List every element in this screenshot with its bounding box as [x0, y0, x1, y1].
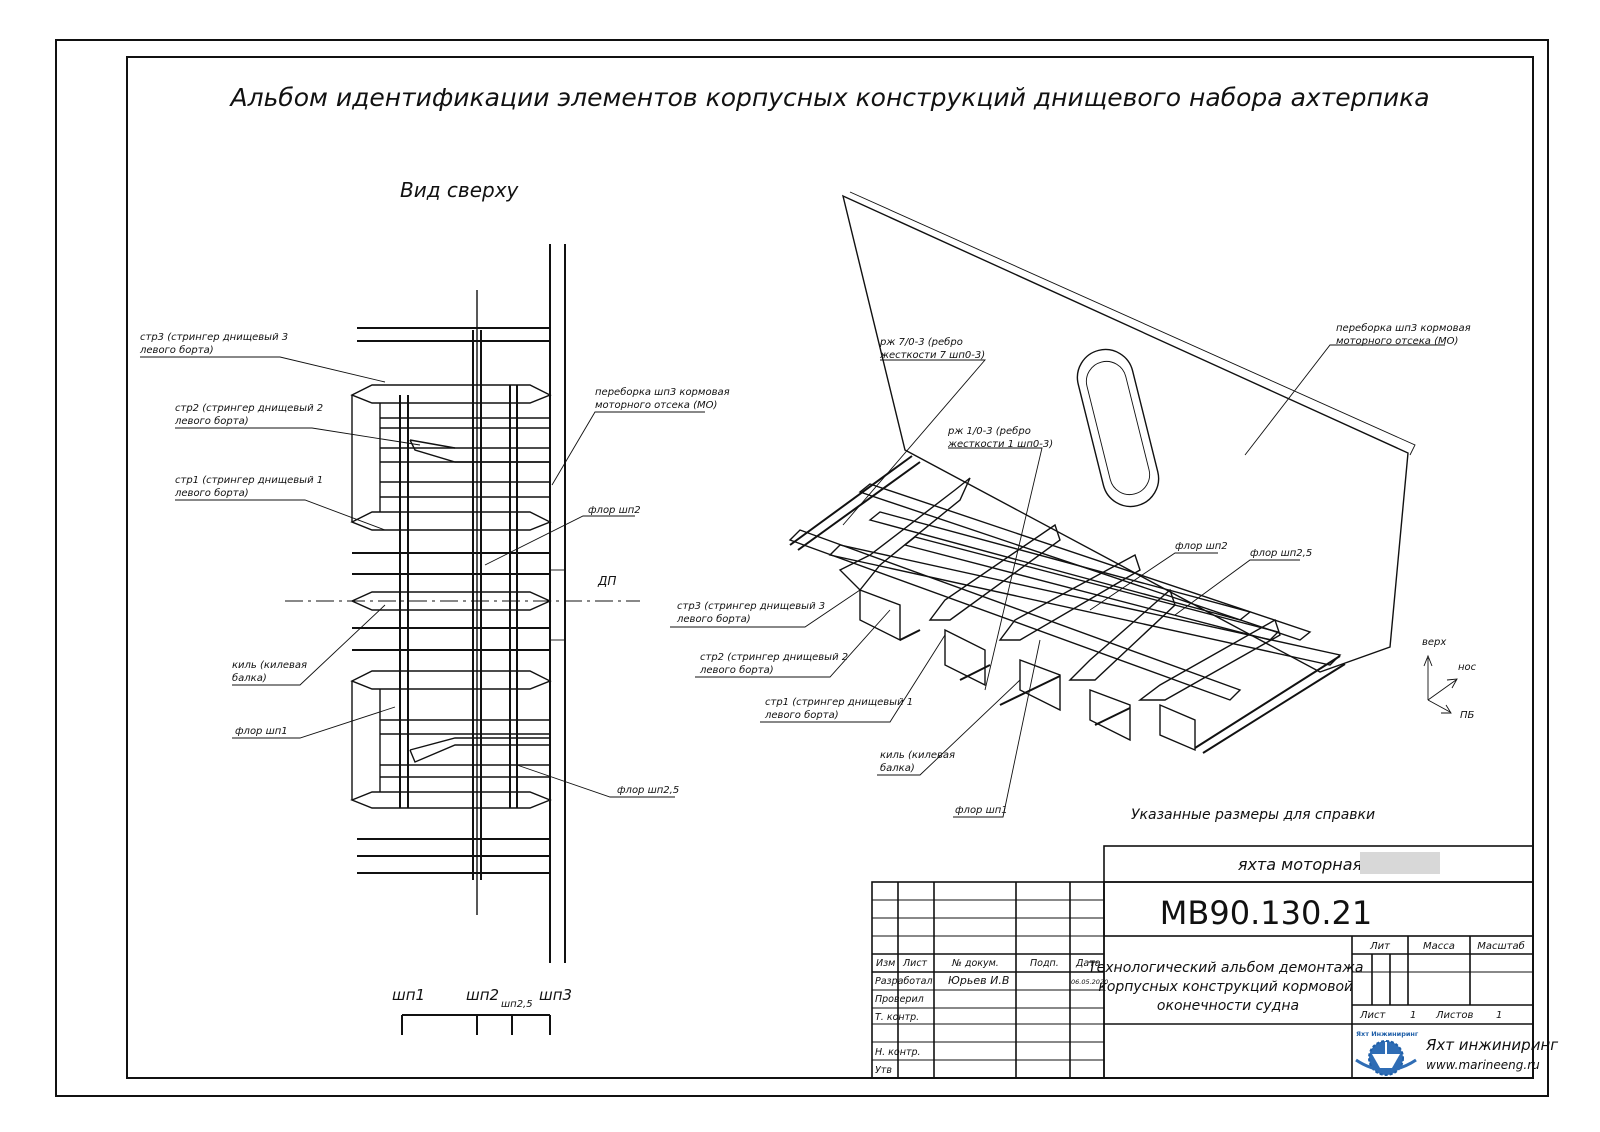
- mass-label: Масса: [1423, 941, 1455, 952]
- axis-pb-label: ПБ: [1460, 710, 1475, 721]
- hdr-date: Дата: [1075, 958, 1101, 969]
- axis-triad: [1423, 654, 1458, 714]
- document-title: Технологический альбом демонтажа корпусн…: [1088, 960, 1368, 1014]
- title-block: яхта моторная MB90.130.21 Технологически…: [871, 845, 1558, 1079]
- row-role-3: Н. контр.: [875, 1047, 921, 1058]
- project-name: яхта моторная: [1238, 855, 1363, 874]
- tv-label-flor2: флор шп2: [588, 505, 641, 516]
- drawing-code: MB90.130.21: [1160, 894, 1372, 932]
- row-role-0: Разработал: [875, 976, 933, 987]
- tv-label-flor1: флор шп1: [235, 726, 288, 737]
- hdr-docno: № докум.: [951, 958, 999, 969]
- top-view-diagram: Вид сверху: [139, 178, 730, 1035]
- frame-label-2: шп2: [466, 986, 499, 1004]
- inner-border: [126, 56, 1534, 1079]
- sheet-label: Лист: [1359, 1010, 1387, 1021]
- frame-label-25: шп2,5: [501, 999, 533, 1010]
- row-role-2: Т. контр.: [875, 1012, 919, 1023]
- frame-label-3: шп3: [539, 986, 572, 1004]
- sheets-label: Листов: [1435, 1010, 1473, 1021]
- row-date-0: 06.05.2020: [1071, 978, 1108, 986]
- iso-label-flor1: флор шп1: [955, 805, 1008, 816]
- sheet-value: 1: [1410, 1010, 1416, 1021]
- iso-label-flor2: флор шп2: [1175, 541, 1228, 552]
- company-website: www.marineeng.ru: [1426, 1058, 1540, 1072]
- top-view-caption: Вид сверху: [400, 178, 520, 202]
- outer-border: [55, 39, 1549, 1097]
- axis-nose-label: нос: [1458, 662, 1477, 673]
- hdr-sign: Подп.: [1030, 958, 1059, 969]
- company-logo: Яхт Инжиниринг: [1355, 1030, 1419, 1076]
- axis-up-label: верх: [1422, 637, 1446, 648]
- hdr-izm: Изм: [876, 958, 895, 969]
- frame-label-1: шп1: [392, 986, 425, 1004]
- sheets-value: 1: [1496, 1010, 1502, 1021]
- iso-label-flor25: флор шп2,5: [1250, 548, 1312, 559]
- logo-text: Яхт Инжиниринг: [1356, 1030, 1419, 1038]
- lit-label: Лит: [1369, 941, 1391, 952]
- row-role-4: Утв: [875, 1065, 892, 1076]
- tv-label-flor25: флор шп2,5: [617, 785, 679, 796]
- scale-label: Масштаб: [1477, 940, 1525, 952]
- company-name: Яхт инжиниринг: [1425, 1036, 1558, 1054]
- album-title: Альбом идентификации элементов корпусных…: [228, 83, 1429, 112]
- dp-label: ДП: [597, 574, 616, 588]
- redacted-region: [1360, 852, 1440, 874]
- reference-note: Указанные размеры для справки: [1131, 807, 1375, 823]
- hdr-list: Лист: [902, 958, 928, 969]
- row-name-0: Юрьев И.В: [948, 974, 1009, 987]
- row-role-1: Проверил: [875, 994, 924, 1005]
